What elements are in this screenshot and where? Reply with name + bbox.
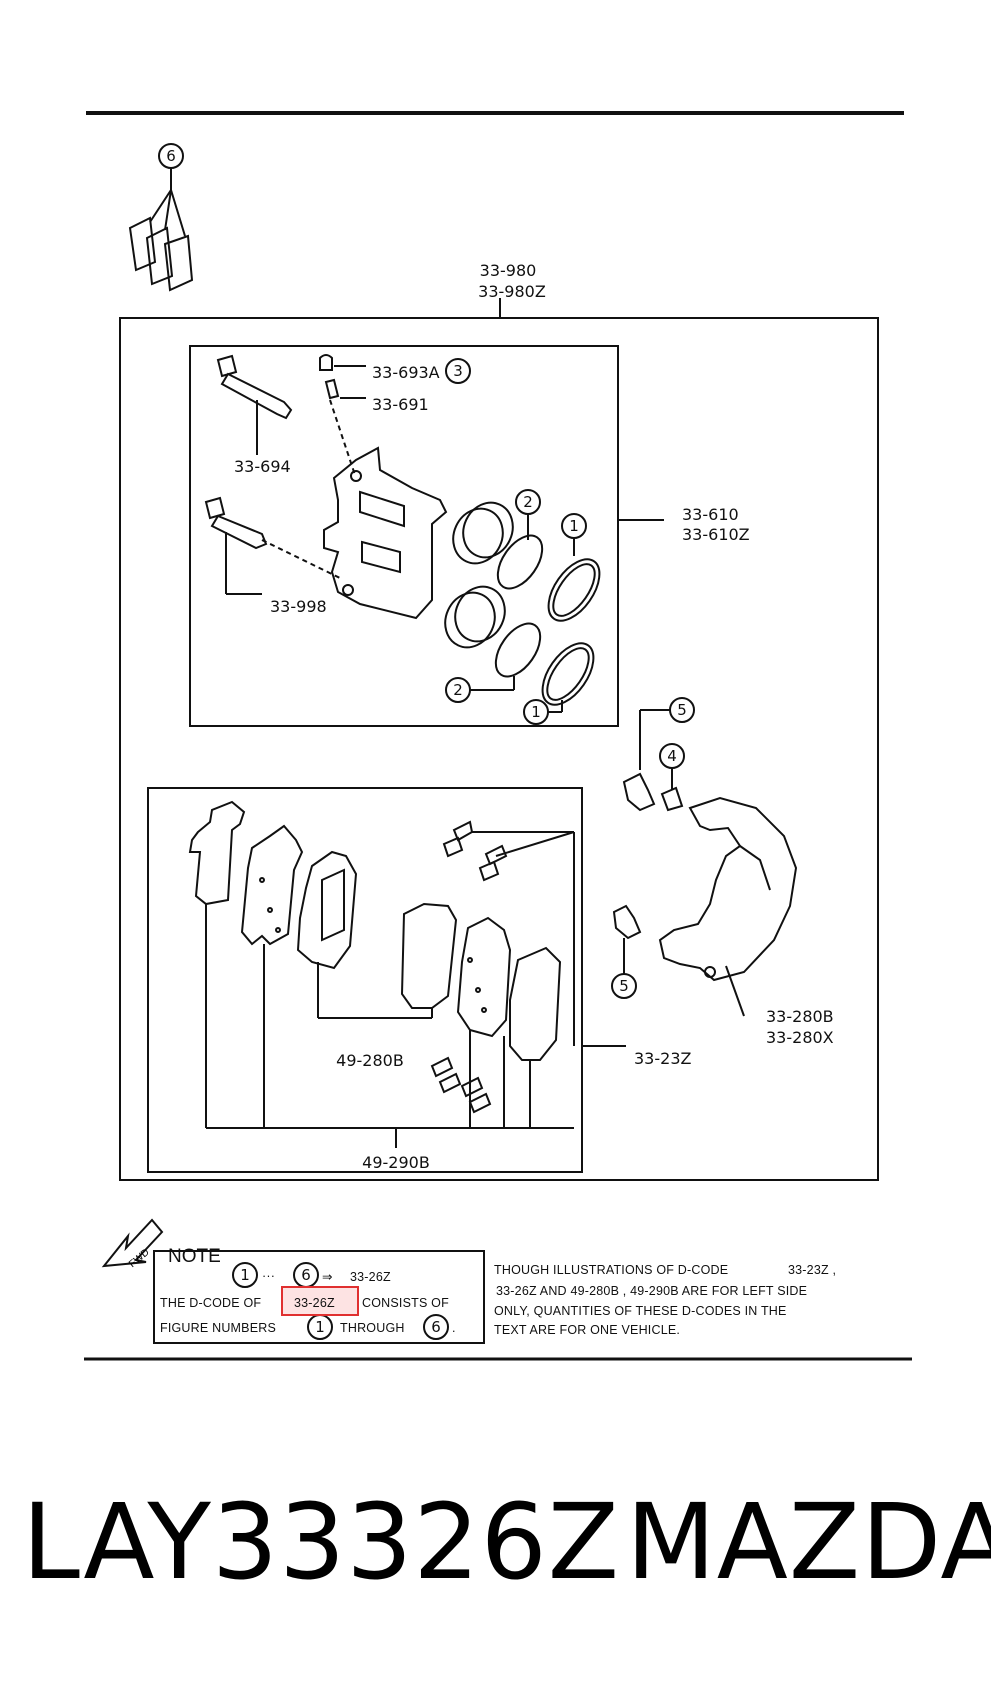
caliper-body — [323, 446, 448, 620]
pad-c-leaders — [205, 904, 574, 1148]
callout-1-upper-text: 1 — [569, 517, 579, 535]
pad-box — [147, 787, 583, 1173]
note-c6b-text: 6 — [431, 1318, 441, 1336]
brand-name: MAZDA — [626, 1481, 991, 1603]
label-bracket-x: 33-280X — [766, 1028, 834, 1047]
pad-kit-icon — [128, 143, 194, 292]
label-assembly-main: 33-980 — [480, 261, 537, 280]
label-assembly-main-z: 33-980Z — [478, 282, 546, 301]
highlight-box — [281, 1286, 359, 1316]
outer-frame — [119, 317, 879, 1181]
caliper-bracket — [658, 796, 798, 1017]
callout-3-text: 3 — [453, 362, 463, 380]
pistons-and-seals — [444, 489, 601, 725]
label-pad-set-c: 49-290B — [362, 1153, 430, 1172]
callout-2-lower-text: 2 — [453, 681, 463, 699]
disclaimer-line1: THOUGH ILLUSTRATIONS OF D-CODE — [494, 1263, 728, 1277]
note-line1-code: 33-26Z — [350, 1270, 391, 1284]
disclaimer-line3: ONLY, QUANTITIES OF THESE D-CODES IN THE — [494, 1304, 787, 1318]
callout-5-lower-text: 5 — [619, 977, 629, 995]
label-bleeder-screw: 33-691 — [372, 395, 429, 414]
disclaimer-line1-code: 33-23Z , — [788, 1263, 836, 1277]
brake-pads — [188, 800, 562, 1061]
note-circle-1a — [232, 1262, 258, 1288]
caliper-box — [189, 345, 619, 727]
note-box — [153, 1250, 485, 1344]
note-line3-mid: THROUGH — [340, 1321, 405, 1335]
guide-pin-upper — [216, 354, 293, 455]
label-caliper-z: 33-610Z — [682, 525, 750, 544]
label-bleeder-cap: 33-693A — [372, 363, 440, 382]
disclaimer-line2: 33-26Z AND 49-280B , 49-290B ARE FOR LEF… — [496, 1284, 807, 1298]
fwd-label: FWD — [127, 1247, 152, 1270]
note-c6a-text: 6 — [301, 1266, 311, 1284]
note-line2-suffix: CONSISTS OF — [362, 1296, 449, 1310]
boots-and-sleeve — [611, 697, 695, 999]
callout-5-upper-text: 5 — [677, 701, 687, 719]
note-title: NOTE — [168, 1246, 221, 1267]
callout-3 — [445, 358, 471, 384]
callout-6-text: 6 — [166, 147, 176, 165]
label-guide-pin-lower: 33-998 — [270, 597, 327, 616]
note-c1a-text: 1 — [240, 1266, 250, 1284]
callout-4-text: 4 — [667, 747, 677, 765]
bleeder-parts — [319, 354, 366, 476]
label-pad-set-b: 49-280B — [336, 1051, 404, 1070]
note-line3-end: . — [452, 1321, 456, 1335]
guide-pin-lower — [204, 496, 341, 595]
note-dots: ··· — [262, 1269, 275, 1283]
note-arrow: ⇒ — [322, 1270, 333, 1284]
note-line2-code: 33-26Z — [294, 1296, 335, 1310]
disclaimer-line4: TEXT ARE FOR ONE VEHICLE. — [494, 1323, 680, 1337]
note-line3-prefix: FIGURE NUMBERS — [160, 1321, 276, 1335]
callout-1-lower-text: 1 — [531, 703, 541, 721]
label-pad-hardware: 33-23Z — [634, 1049, 691, 1068]
note-c1b-text: 1 — [315, 1318, 325, 1336]
callout-2-upper-text: 2 — [523, 493, 533, 511]
note-circle-6b — [423, 1314, 449, 1340]
part-number: LAY33326Z — [22, 1481, 621, 1603]
label-bracket: 33-280B — [766, 1007, 834, 1026]
pad-clips — [430, 820, 575, 1114]
fwd-arrow — [101, 1218, 164, 1268]
footer: LAY33326Z MAZDA — [0, 1490, 991, 1630]
note-line2-prefix: THE D-CODE OF — [160, 1296, 261, 1310]
label-guide-pin-upper: 33-694 — [234, 457, 291, 476]
label-caliper: 33-610 — [682, 505, 739, 524]
